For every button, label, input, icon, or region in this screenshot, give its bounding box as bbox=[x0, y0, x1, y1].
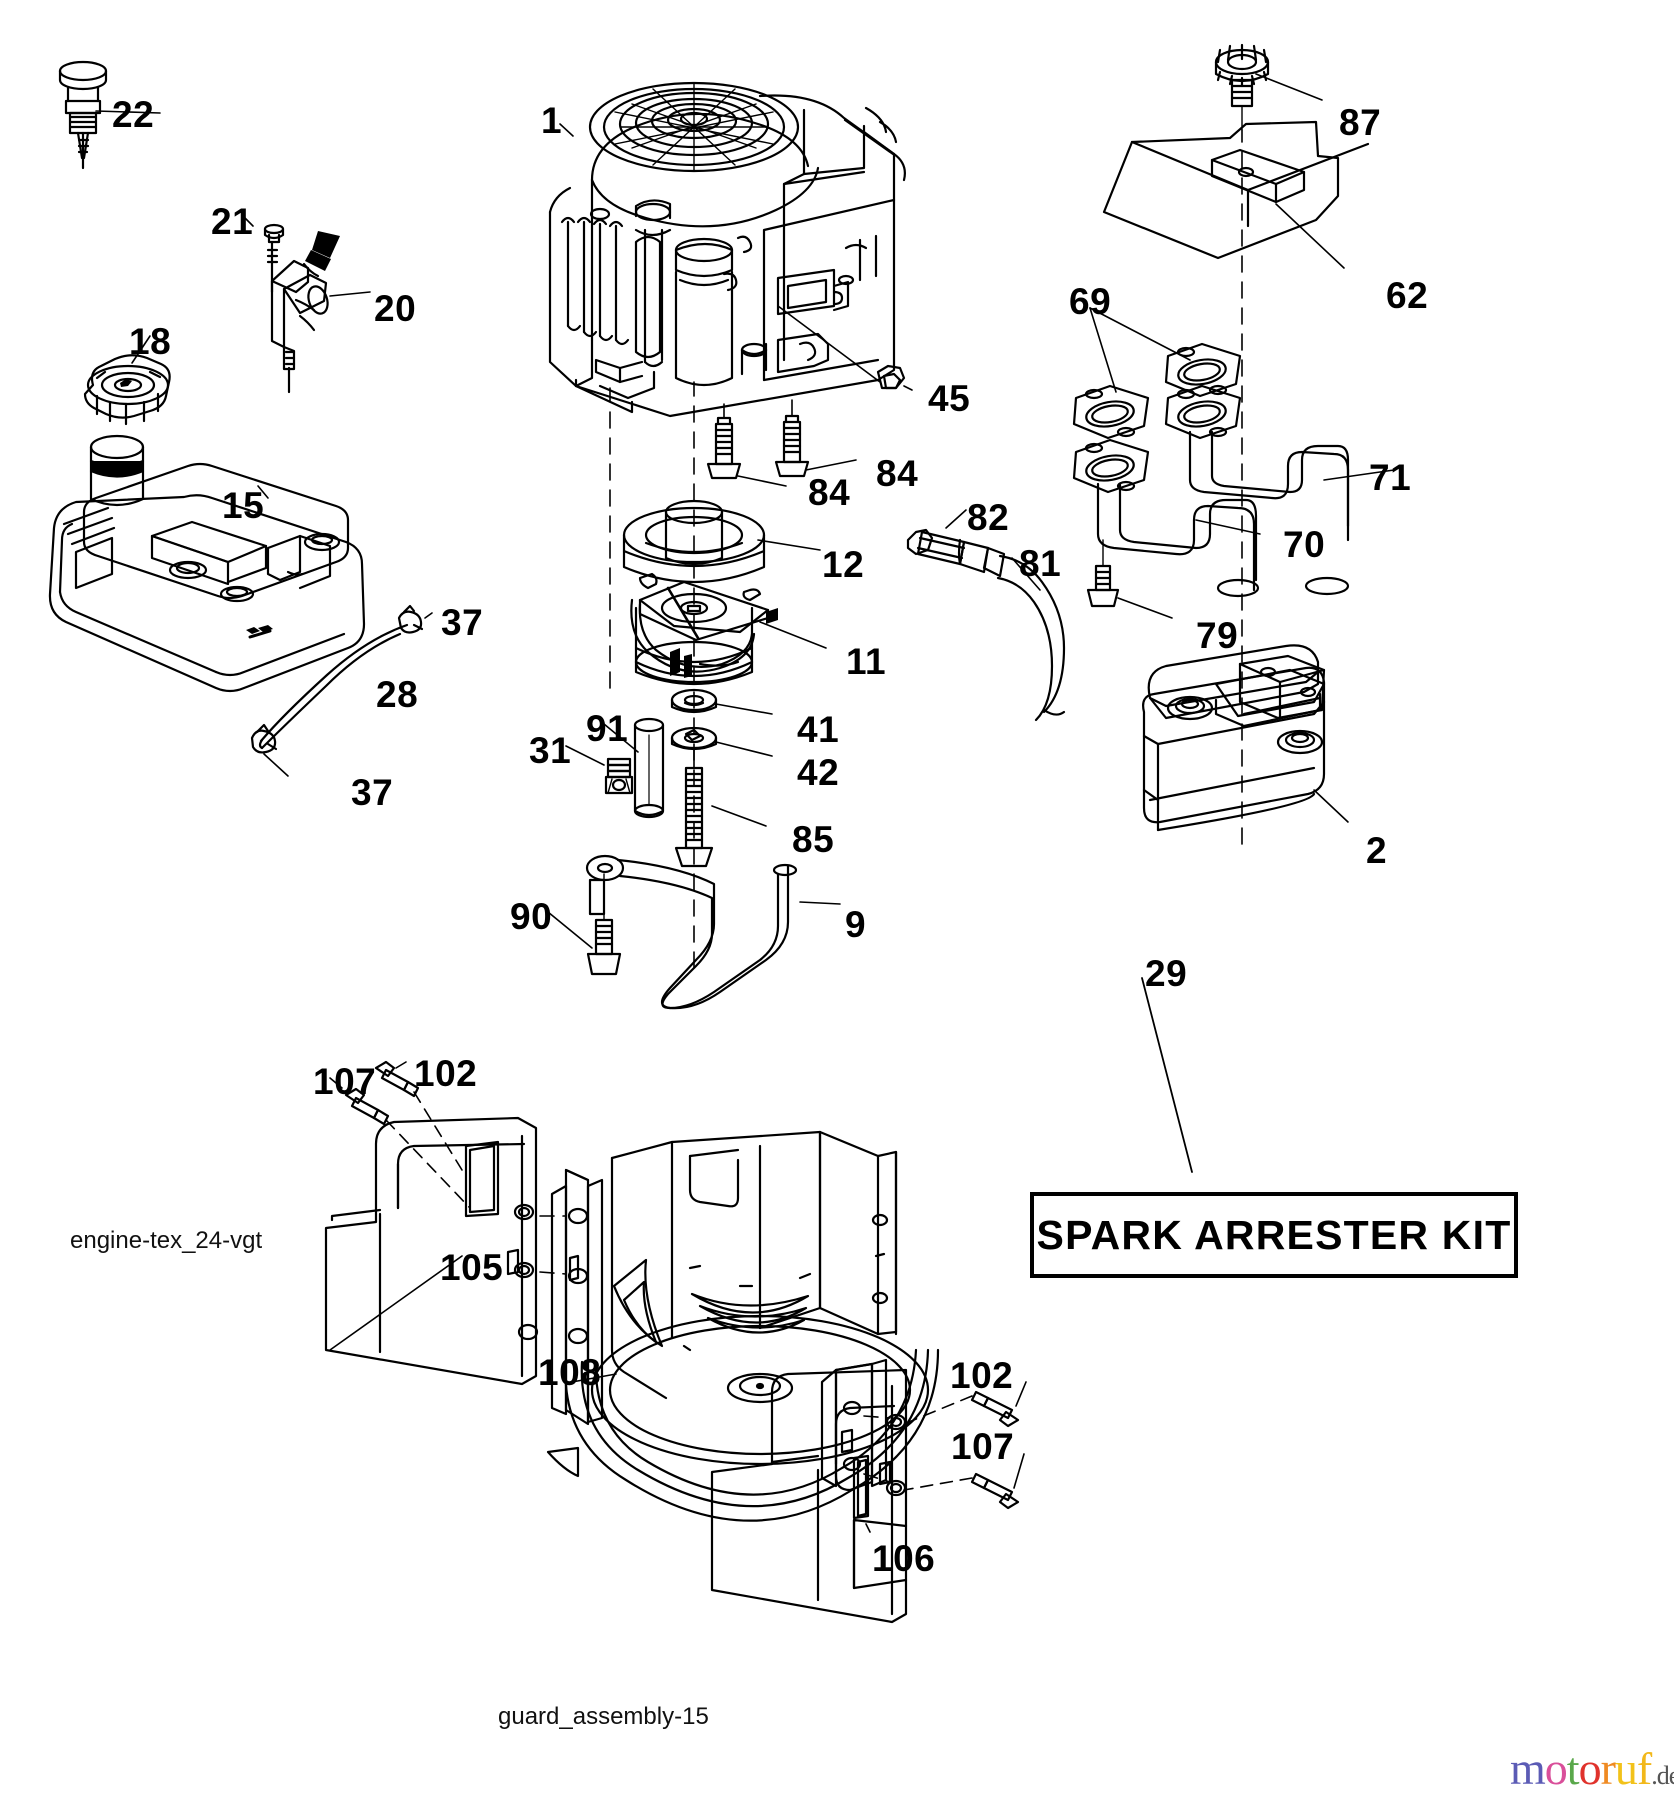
callout-31-grease-fitting: 31 bbox=[529, 730, 572, 771]
callout-12-pulley: 12 bbox=[822, 544, 865, 585]
watermark-letter-6: f bbox=[1636, 1743, 1652, 1794]
part-105-left-guard-panel bbox=[324, 1116, 539, 1386]
part-107-screw-lower-right bbox=[903, 1453, 1025, 1510]
part-102-screw-lower-right bbox=[903, 1381, 1027, 1428]
callout-108-blower-housing: 108 bbox=[538, 1352, 602, 1393]
part-15-fuel-tank bbox=[48, 434, 366, 693]
callout-41-washer: 41 bbox=[797, 709, 840, 750]
watermark-letter-3: o bbox=[1578, 1743, 1602, 1794]
part-84-bolt-left bbox=[706, 403, 787, 487]
part-71-exhaust-pipe-rear bbox=[1188, 430, 1395, 596]
callout-81-drain-hose: 81 bbox=[1019, 543, 1062, 584]
part-22-knob-screw bbox=[58, 60, 161, 170]
part-84-bolt-right bbox=[774, 399, 857, 478]
callout-102-screw-lower-right: 102 bbox=[950, 1355, 1014, 1396]
part-1-engine bbox=[548, 81, 906, 969]
callout-90-bolt: 90 bbox=[510, 896, 553, 937]
watermark-letter-1: o bbox=[1544, 1743, 1568, 1794]
part-69-gaskets bbox=[1072, 307, 1242, 494]
leader-29 bbox=[1141, 977, 1193, 1173]
part-2-muffler bbox=[1142, 644, 1349, 832]
part-18-fuel-cap bbox=[83, 335, 171, 426]
part-12-pulley bbox=[622, 499, 821, 584]
callout-15-fuel-tank: 15 bbox=[222, 485, 265, 526]
guard-section-caption: guard_assembly-15 bbox=[498, 1703, 709, 1730]
part-37-clamp-lower bbox=[250, 723, 289, 777]
callout-107-screw-upper-left: 107 bbox=[313, 1061, 377, 1102]
callout-29-spark-arrester-kit: 29 bbox=[1145, 953, 1188, 994]
part-82-hose-fitting bbox=[906, 509, 1006, 578]
callout-62-heat-shield: 62 bbox=[1386, 275, 1429, 316]
callout-102-screw-upper-left-2: 102 bbox=[414, 1053, 478, 1094]
part-20-throttle-lever bbox=[270, 231, 371, 394]
part-37-clamp-upper bbox=[397, 604, 433, 634]
callout-84-bolt-right: 84 bbox=[876, 453, 919, 494]
callout-20-throttle-control-lever: 20 bbox=[374, 288, 417, 329]
part-87-knob bbox=[1214, 43, 1323, 131]
watermark-letter-2: t bbox=[1566, 1743, 1580, 1794]
part-81-drain-hose bbox=[996, 554, 1066, 722]
spark-arrester-kit-box: SPARK ARRESTER KIT bbox=[1030, 1192, 1518, 1278]
spark-arrester-kit-label: SPARK ARRESTER KIT bbox=[1036, 1211, 1512, 1258]
callout-22-knob-screw: 22 bbox=[112, 94, 155, 135]
part-102-screw-upper-left bbox=[374, 1060, 463, 1171]
watermark-letters: motoruf bbox=[1510, 1743, 1652, 1794]
part-45-nut bbox=[777, 305, 913, 391]
watermark-letter-0: m bbox=[1510, 1743, 1546, 1794]
callout-1-engine: 1 bbox=[541, 100, 563, 141]
part-107-screw-upper-left bbox=[329, 1077, 471, 1209]
callout-79-bolt: 79 bbox=[1196, 615, 1239, 656]
watermark-suffix: .de bbox=[1651, 1761, 1674, 1790]
callout-2-muffler: 2 bbox=[1366, 830, 1388, 871]
callout-85-long-bolt: 85 bbox=[792, 819, 835, 860]
part-42-lock-washer bbox=[670, 726, 773, 757]
callout-11-clutch-brake-assembly: 11 bbox=[846, 641, 887, 682]
callout-45-nut: 45 bbox=[928, 378, 971, 419]
callout-82-hose-fitting: 82 bbox=[967, 497, 1010, 538]
part-11-clutch-brake bbox=[630, 572, 827, 686]
part-90-bolt bbox=[547, 873, 622, 976]
watermark-letter-4: r bbox=[1600, 1743, 1616, 1794]
callout-42-lock-washer: 42 bbox=[797, 752, 840, 793]
part-79-bolt bbox=[1086, 539, 1173, 619]
callout-70-exhaust-pipe-front: 70 bbox=[1283, 524, 1326, 565]
part-70-exhaust-pipe-front bbox=[1096, 482, 1261, 598]
part-31-grease-fitting bbox=[565, 745, 634, 795]
part-41-washer bbox=[670, 688, 773, 715]
callout-107-screw-lower-right-2: 107 bbox=[951, 1426, 1015, 1467]
callout-37-hose-clamp-lower: 37 bbox=[351, 772, 394, 813]
callout-71-exhaust-pipe-rear: 71 bbox=[1369, 457, 1412, 498]
callout-87-knob: 87 bbox=[1339, 102, 1382, 143]
part-91-spacer-tube bbox=[603, 717, 665, 819]
callout-9-brake-rod: 9 bbox=[845, 904, 867, 945]
callout-37-hose-clamp-upper: 37 bbox=[441, 602, 484, 643]
watermark-letter-5: u bbox=[1614, 1743, 1638, 1794]
callout-21-screw: 21 bbox=[211, 201, 254, 242]
part-28-fuel-hose bbox=[258, 623, 409, 750]
part-9-brake-rod bbox=[585, 854, 841, 1010]
part-108-blower-housing bbox=[546, 1130, 940, 1522]
callout-105-left-guard-panel: 105 bbox=[440, 1247, 504, 1288]
callout-28-fuel-hose: 28 bbox=[376, 674, 419, 715]
engine-section-caption: engine-tex_24-vgt bbox=[70, 1227, 263, 1254]
callout-18-fuel-cap: 18 bbox=[129, 321, 172, 362]
callout-91-spacer-tube: 91 bbox=[586, 708, 629, 749]
part-85-long-bolt bbox=[674, 747, 767, 868]
callout-84-bolt-left: 84 bbox=[808, 472, 851, 513]
callout-69-exhaust-gaskets: 69 bbox=[1069, 281, 1112, 322]
motoruf-watermark: motoruf.de bbox=[1510, 1742, 1674, 1795]
callout-106-right-guard-panel: 106 bbox=[872, 1538, 936, 1579]
